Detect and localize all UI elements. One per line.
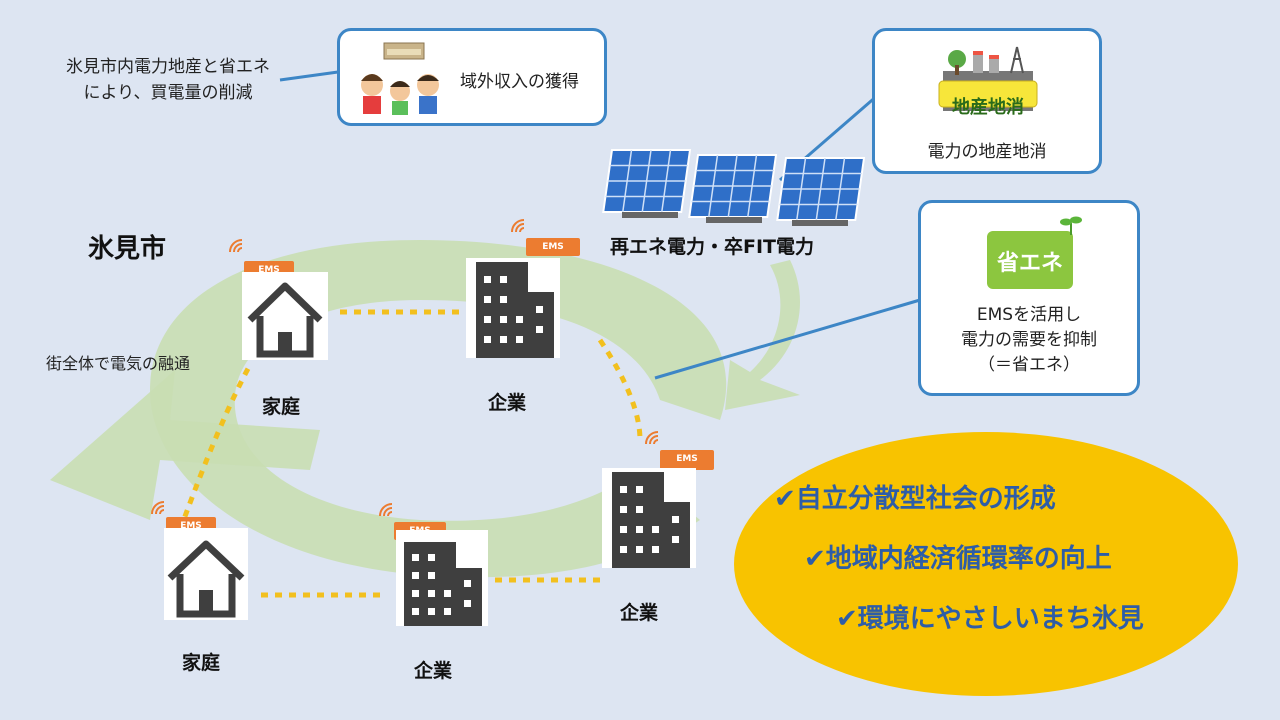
benefit-text: 地域内経済循環率の向上: [825, 544, 1112, 574]
energy-sharing-links: [177, 309, 643, 598]
ems-line-1: EMSを活用し: [976, 305, 1082, 325]
house-icon: [247, 282, 323, 358]
benefit-text: 環境にやさしいまち氷見: [857, 604, 1144, 634]
callout-local-production: 地産地消 電力の地産地消: [872, 28, 1102, 174]
sprout-icon: [1060, 216, 1082, 235]
people-with-money-icon: [361, 42, 439, 115]
ems-tag: EMS: [660, 450, 714, 470]
purchase-reduction-note: 氷見市内電力地産と省エネ により、買電量の削減: [48, 54, 288, 106]
check-icon: ✔: [774, 484, 796, 514]
energy-saving-icon: [987, 231, 1073, 289]
building-icon: [612, 472, 690, 568]
check-icon: ✔: [804, 544, 826, 574]
local-production-label: 電力の地産地消: [927, 142, 1047, 162]
house-card: [164, 528, 248, 620]
ring-arrowhead-left: [50, 370, 320, 520]
wifi-icon: [379, 503, 393, 517]
income-label: 域外収入の獲得: [460, 72, 579, 92]
building-icon: [476, 262, 554, 358]
check-icon: ✔: [836, 604, 858, 634]
ems-line-2: 電力の需要を抑制: [961, 330, 1097, 350]
house-card: [242, 272, 328, 360]
note-line-2: により、買電量の削減: [83, 83, 253, 103]
building-icon: [404, 542, 482, 626]
ems-tag: EMS: [526, 238, 580, 256]
callout-income: 域外収入の獲得: [337, 28, 607, 126]
benefits-ellipse: [734, 432, 1238, 696]
energy-saving-badge: 省エネ: [996, 251, 1063, 276]
wifi-icon: [645, 431, 659, 445]
benefit-text: 自立分散型社会の形成: [795, 484, 1056, 514]
energy-sharing-label: 街全体で電気の融通: [46, 354, 191, 373]
benefit-item-2: ✔地域内経済循環率の向上: [804, 538, 1112, 575]
solar-panels: [602, 149, 866, 226]
ems-line-3: （＝省エネ）: [978, 355, 1080, 375]
node-label: 企業: [414, 660, 453, 682]
house-icon: [167, 540, 245, 618]
node-label: 家庭: [262, 396, 301, 418]
energy-saving-text: EMSを活用し 電力の需要を抑制 （＝省エネ）: [921, 303, 1137, 378]
node-label: 企業: [488, 392, 527, 414]
building-card: [466, 258, 560, 358]
wifi-icon: [511, 219, 525, 233]
renewable-power-label: 再エネ電力・卒FIT電力: [610, 236, 815, 258]
callout-energy-saving: 省エネ EMSを活用し 電力の需要を抑制 （＝省エネ）: [918, 200, 1140, 396]
wifi-icon: [151, 501, 165, 515]
node-label: 企業: [620, 602, 659, 624]
local-production-badge: 地産地消: [952, 97, 1024, 118]
benefit-item-1: ✔自立分散型社会の形成: [774, 478, 1056, 515]
city-label: 氷見市: [88, 234, 167, 264]
circular-flow-arrow: [50, 240, 800, 578]
benefit-item-3: ✔環境にやさしいまち氷見: [836, 598, 1144, 635]
note-line-1: 氷見市内電力地産と省エネ: [66, 57, 270, 77]
wifi-icon: [229, 239, 243, 253]
building-card: [396, 530, 488, 626]
ring-arrowhead-right: [725, 260, 800, 410]
building-card: [602, 468, 696, 568]
local-production-icon: [938, 46, 1038, 111]
node-label: 家庭: [182, 652, 221, 674]
